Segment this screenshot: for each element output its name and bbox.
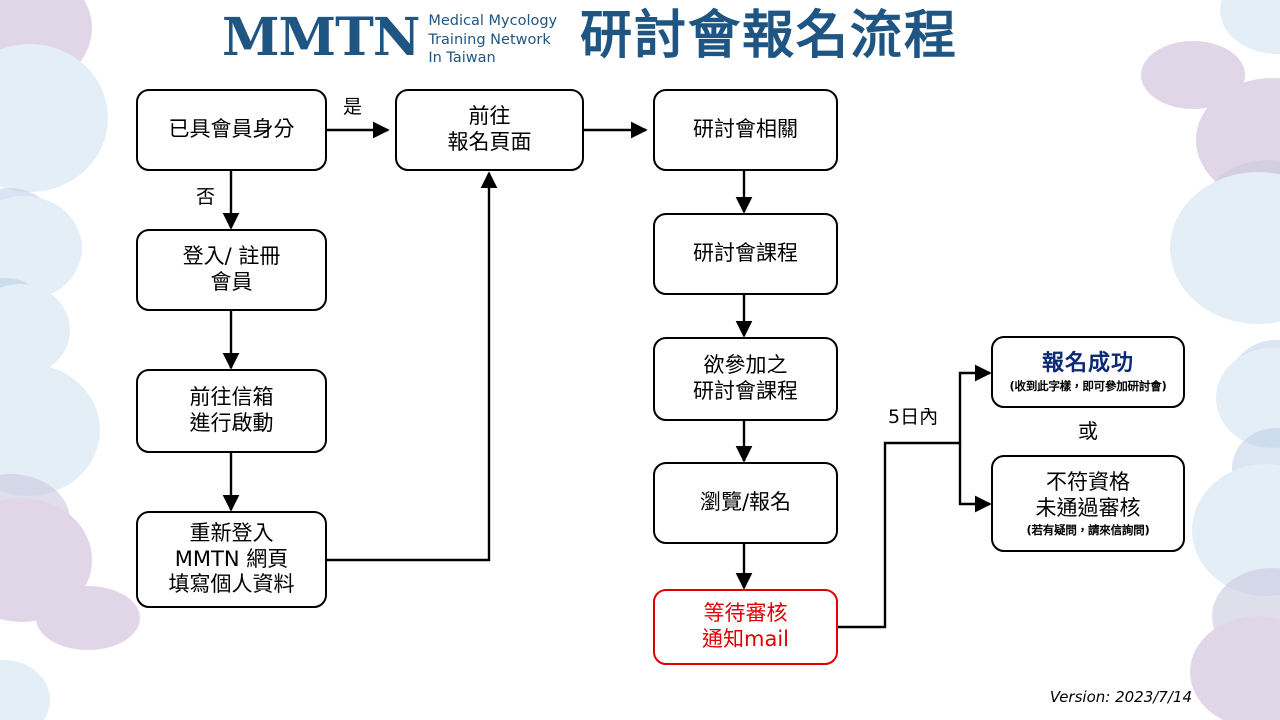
node-rejected-note: (若有疑問，請來信詢問) <box>1026 522 1150 537</box>
edge-label-no: 否 <box>196 186 216 208</box>
version-label: Version: 2023/7/14 <box>1049 688 1192 706</box>
edge-waiting-to-rejected <box>958 443 992 513</box>
node-login-register-line1: 登入/ 註冊 <box>182 244 281 269</box>
logo-tagline-line2: Training Network <box>428 31 551 48</box>
node-browse-signup[interactable]: 瀏覽/報名 <box>653 462 838 544</box>
node-waiting-review[interactable]: 等待審核 通知mail <box>653 589 838 665</box>
node-rejected-line2: 未通過審核 <box>1035 495 1141 520</box>
logo-tagline-line3: In Taiwan <box>428 50 496 67</box>
node-seminar-related-line1: 研討會相關 <box>693 117 798 142</box>
node-success[interactable]: 報名成功 (收到此字樣，即可參加研討會) <box>991 336 1185 408</box>
logo-tagline: Medical Mycology Training Network In Tai… <box>428 8 557 68</box>
node-seminar-course-line1: 研討會課程 <box>693 241 798 266</box>
node-relogin-line2: MMTN 網頁 <box>174 546 289 571</box>
node-goto-mailbox[interactable]: 前往信箱 進行啟動 <box>136 369 327 453</box>
node-seminar-related[interactable]: 研討會相關 <box>653 89 838 171</box>
edge-label-within-5-days: 5日內 <box>888 406 939 428</box>
node-desired-course-line2: 研討會課程 <box>693 379 798 403</box>
node-goto-signup-page-line2: 報名頁面 <box>447 130 532 154</box>
node-success-title: 報名成功 <box>1041 351 1134 377</box>
node-login-register[interactable]: 登入/ 註冊 會員 <box>136 229 327 311</box>
edge-label-or: 或 <box>1078 419 1098 443</box>
node-relogin-line3: 填寫個人資料 <box>168 572 295 597</box>
page-title: 研討會報名流程 <box>580 6 959 66</box>
node-rejected-line1: 不符資格 <box>1046 470 1130 495</box>
node-browse-signup-line1: 瀏覽/報名 <box>699 490 792 515</box>
node-goto-mailbox-line2: 進行啟動 <box>189 411 274 435</box>
edge-relogin-to-signup <box>327 171 498 562</box>
logo-tagline-line1: Medical Mycology <box>428 13 558 29</box>
node-success-note: (收到此字樣，即可參加研討會) <box>1009 378 1167 393</box>
node-member-status-line1: 已具會員身分 <box>168 117 295 142</box>
node-goto-signup-page-line1: 前往 <box>468 104 511 129</box>
node-seminar-course[interactable]: 研討會課程 <box>653 213 838 295</box>
node-waiting-review-line2: 通知mail <box>702 627 789 651</box>
node-relogin[interactable]: 重新登入 MMTN 網頁 填寫個人資料 <box>136 511 327 608</box>
node-goto-mailbox-line1: 前往信箱 <box>189 385 274 410</box>
node-rejected[interactable]: 不符資格 未通過審核 (若有疑問，請來信詢問) <box>991 455 1185 552</box>
node-member-status[interactable]: 已具會員身分 <box>136 89 327 171</box>
node-login-register-line2: 會員 <box>210 270 253 294</box>
node-goto-signup-page[interactable]: 前往 報名頁面 <box>395 89 584 171</box>
node-relogin-line1: 重新登入 <box>189 521 274 546</box>
node-desired-course[interactable]: 欲參加之 研討會課程 <box>653 337 838 421</box>
mmtn-logo: MMTN Medical Mycology Training Network I… <box>222 8 557 68</box>
edge-waiting-to-success <box>837 364 992 629</box>
edge-label-yes: 是 <box>343 96 363 118</box>
node-waiting-review-line1: 等待審核 <box>703 601 788 626</box>
node-desired-course-line1: 欲參加之 <box>703 353 788 378</box>
logo-wordmark: MMTN <box>222 6 420 68</box>
